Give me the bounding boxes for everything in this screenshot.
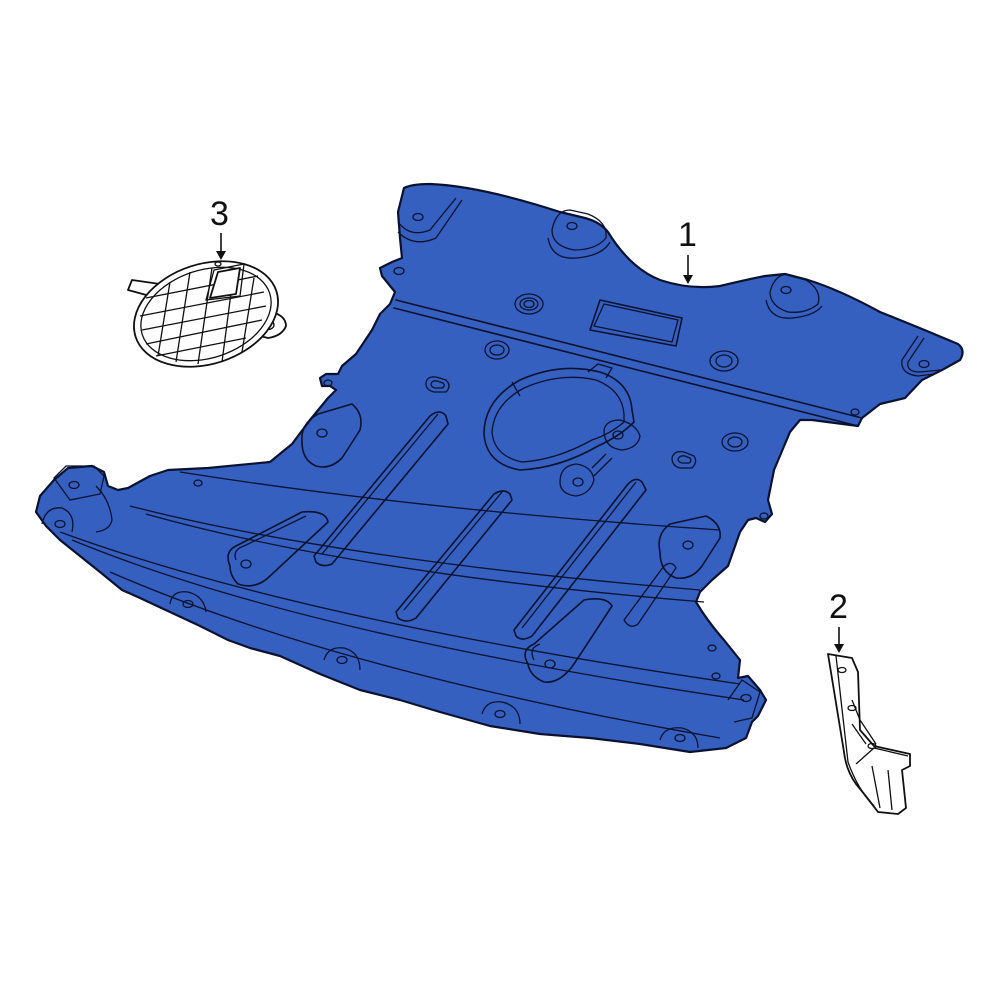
slot-boss [301,403,362,468]
grille-ribs [139,267,267,365]
slot-boss [227,510,329,587]
part-1-main-shield[interactable] [34,182,964,754]
part-3-grille-cover[interactable] [120,244,292,385]
callout-arrow-1 [683,255,693,284]
edge-boss [323,647,361,671]
shield-outline [34,182,964,754]
edge-boss [481,701,521,725]
rib [395,490,513,622]
edge-boss [53,465,105,501]
grommet [671,450,697,469]
callout-label-3[interactable]: 3 [210,195,229,233]
slot-boss [623,515,722,627]
grommet [514,293,544,315]
callout-label-1[interactable]: 1 [678,216,697,254]
rib [313,411,449,567]
grommet [709,350,739,372]
access-opening [483,367,641,497]
edge-boss [659,727,699,749]
edge-boss [169,591,207,613]
mount-boss [765,273,823,319]
part-2-bracket[interactable] [827,653,911,815]
callout-arrow-2 [834,627,844,653]
callout-label-2[interactable]: 2 [829,588,848,626]
mount-boss [547,209,611,259]
callout-arrow-3 [216,233,226,260]
grommet [721,432,749,452]
rib [513,478,647,640]
edge-boss [41,507,74,533]
grommet [425,376,450,393]
grommet [484,340,510,360]
edge-boss [727,679,761,723]
